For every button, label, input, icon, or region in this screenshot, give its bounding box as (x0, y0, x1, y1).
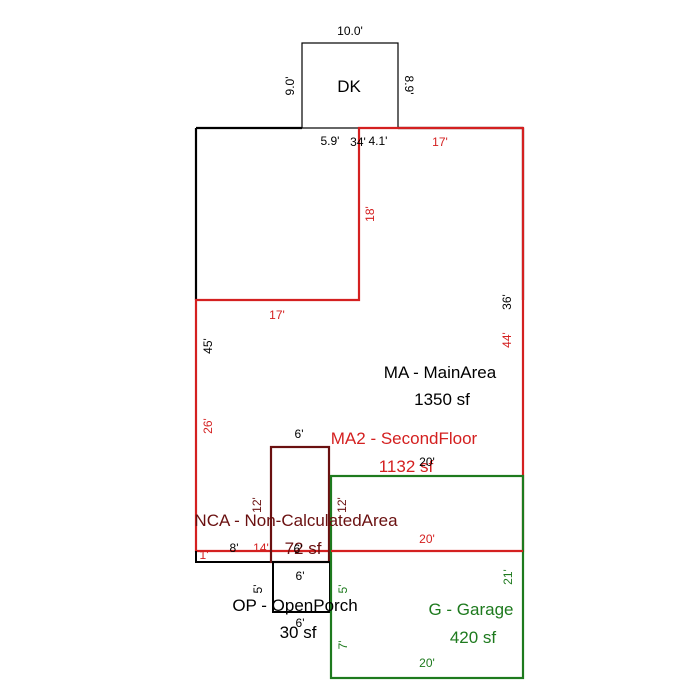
dim-garage-bottom: 20' (419, 656, 435, 670)
garage-size: 420 sf (450, 628, 497, 647)
deck-label: DK (337, 77, 361, 96)
second-floor-size: 1132 sf (379, 457, 434, 476)
dim-top-red-17: 17' (432, 135, 448, 149)
dim-nca-inner: 6' (294, 542, 303, 556)
dim-nca-right: 12' (335, 497, 349, 513)
dim-step-vertical: 18' (363, 206, 377, 222)
main-area-bottom-line (195, 551, 271, 563)
dim-top-4-1: 4.1' (369, 134, 388, 148)
dim-nca-top: 6' (295, 427, 304, 441)
open-porch-label: OP - OpenPorch (232, 596, 357, 615)
nca-size: 72 sf (285, 539, 322, 558)
dim-deck-top: 10.0' (337, 24, 363, 38)
dim-top-5-9: 5.9' (321, 134, 340, 148)
dim-right-36: 36' (500, 294, 514, 310)
dim-bottom-14: 14' (253, 541, 269, 555)
dim-step-horizontal: 17' (269, 308, 285, 322)
dim-top-34: 34' (350, 135, 366, 149)
dim-left-26: 26' (201, 418, 215, 434)
dim-bottom-8: 8' (230, 541, 239, 555)
second-floor-label: MA2 - SecondFloor (331, 429, 478, 448)
dim-nca-left: 12' (250, 497, 264, 513)
main-area-label: MA - MainArea (384, 363, 497, 382)
dim-garage-right: 21' (501, 569, 515, 585)
dim-ma2-20: 20' (419, 532, 435, 546)
nca-label: NCA - Non-CalculatedArea (194, 511, 398, 530)
dim-deck-left: 9.0' (283, 77, 297, 96)
dim-porch-left: 5' (251, 585, 265, 594)
garage-outline (329, 474, 525, 680)
dim-garage-left-7: 7' (336, 641, 350, 650)
dim-garage-top: 20' (419, 455, 435, 469)
open-porch-size: 30 sf (280, 623, 317, 642)
dim-porch-bottom: 6' (296, 616, 305, 630)
second-floor-outline (194, 126, 525, 553)
dim-left-45: 45' (201, 338, 215, 354)
dim-garage-left-5: 5' (336, 585, 350, 594)
dim-deck-right: 8.9' (402, 76, 416, 95)
dim-porch-top: 6' (296, 569, 305, 583)
dim-right-44: 44' (500, 332, 514, 348)
garage-label: G - Garage (428, 600, 513, 619)
deck-outline (301, 42, 399, 129)
main-area-size: 1350 sf (414, 390, 470, 409)
dim-bottom-1: 1' (200, 548, 209, 562)
